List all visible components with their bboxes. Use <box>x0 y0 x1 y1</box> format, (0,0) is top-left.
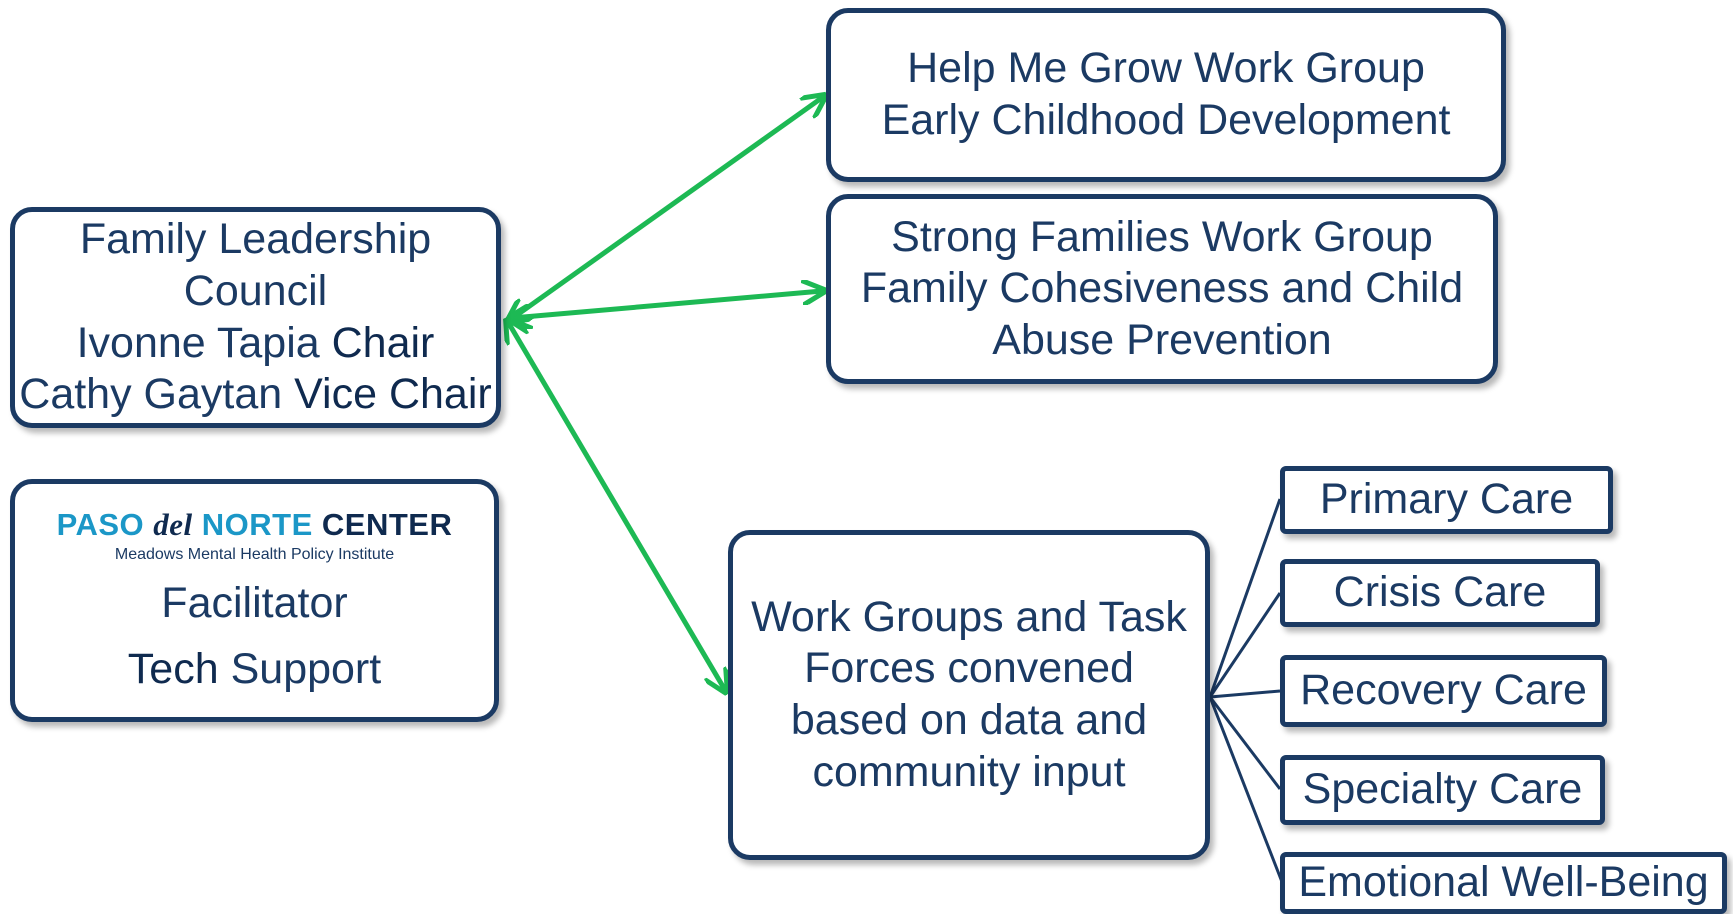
work-groups-line2: Forces convened <box>804 644 1134 693</box>
work-groups-line4: community input <box>812 747 1126 796</box>
strong-families-line2: Family Cohesiveness and Child <box>860 264 1464 313</box>
arrow-council-strongfamilies <box>512 291 822 318</box>
council-chair-line: Ivonne Tapia Chair <box>77 318 435 370</box>
strong-families-line3: Abuse Prevention <box>992 315 1332 364</box>
facilitator-role: Facilitator <box>161 579 348 628</box>
logo-subtitle: Meadows Mental Health Policy Institute <box>114 545 395 563</box>
care-label: Recovery Care <box>1300 666 1587 715</box>
arrow-council-helpmegrow <box>510 97 823 320</box>
help-me-grow-box: Help Me Grow Work Group Early Childhood … <box>826 8 1506 182</box>
chair-role: Chair <box>331 318 435 367</box>
care-box-emotional: Emotional Well-Being <box>1280 852 1727 914</box>
work-groups-box: Work Groups and Task Forces convened bas… <box>728 530 1210 860</box>
vice-name: Cathy Gaytan <box>19 370 283 419</box>
council-title: Family Leadership Council <box>79 215 432 315</box>
tech-support-line: Tech Support <box>127 644 382 693</box>
branch-specialty-care <box>1208 696 1282 790</box>
work-groups-line3: based on data and <box>790 696 1148 744</box>
branch-crisis-care <box>1208 592 1282 698</box>
council-vice-line: Cathy Gaytan Vice Chair <box>19 369 491 421</box>
council-box: Family Leadership Council Ivonne Tapia C… <box>10 207 501 428</box>
care-box-specialty: Specialty Care <box>1280 755 1605 825</box>
help-me-grow-line2: Early Childhood Development <box>881 96 1451 144</box>
branch-recovery-care <box>1209 689 1281 699</box>
branch-emotional-well-being <box>1208 696 1284 883</box>
care-box-primary: Primary Care <box>1280 466 1613 534</box>
facilitator-box: PASO del NORTE CENTER Meadows Mental Hea… <box>10 479 499 722</box>
strong-families-line1: Strong Families Work Group <box>891 212 1433 261</box>
care-label: Primary Care <box>1319 475 1574 524</box>
care-box-crisis: Crisis Care <box>1280 559 1600 627</box>
branch-primary-care <box>1208 498 1282 698</box>
chair-name: Ivonne Tapia <box>76 318 320 367</box>
care-label: Crisis Care <box>1333 568 1547 617</box>
vice-role: Vice Chair <box>294 370 492 419</box>
care-label: Specialty Care <box>1302 765 1583 814</box>
work-groups-line1: Work Groups and Task <box>751 592 1187 641</box>
care-box-recovery: Recovery Care <box>1280 655 1607 727</box>
strong-families-box: Strong Families Work Group Family Cohesi… <box>826 194 1498 384</box>
arrow-council-workgroups <box>508 322 725 690</box>
paso-del-norte-logo: PASO del NORTE CENTER <box>56 506 453 542</box>
help-me-grow-line1: Help Me Grow Work Group <box>907 44 1425 93</box>
care-label: Emotional Well-Being <box>1298 858 1709 907</box>
